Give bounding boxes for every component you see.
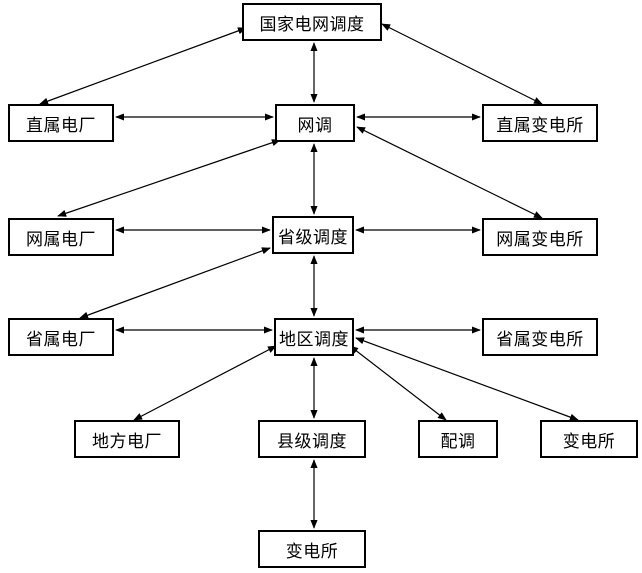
- node-distribution-dispatch: 配调: [418, 420, 498, 458]
- edge-national-direct-substation: [381, 23, 543, 105]
- node-substation: 变电所: [540, 420, 638, 458]
- node-provincial-power-plant: 省属电厂: [8, 318, 114, 356]
- edge-national-direct-plant: [39, 27, 247, 105]
- edge-regional-grid-plant: [57, 139, 281, 217]
- edge-provincial-prov-plant: [79, 247, 271, 319]
- edge-district-distribution: [349, 345, 447, 421]
- edge-regional-grid-substation: [356, 126, 543, 219]
- node-direct-substation: 直属变电所: [482, 104, 598, 142]
- node-provincial-substation: 省属变电所: [482, 318, 598, 356]
- node-district-dispatch: 地区调度: [274, 318, 354, 356]
- node-regional-dispatch: 网调: [275, 104, 355, 142]
- node-provincial-dispatch: 省级调度: [272, 216, 354, 254]
- node-county-dispatch: 县级调度: [258, 420, 366, 458]
- edge-district-local-plant: [133, 345, 277, 421]
- node-national-grid-dispatch: 国家电网调度: [242, 3, 382, 41]
- node-county-substation: 变电所: [258, 530, 366, 568]
- node-direct-power-plant: 直属电厂: [8, 104, 114, 142]
- node-local-power-plant: 地方电厂: [74, 420, 180, 458]
- node-grid-power-plant: 网属电厂: [8, 218, 114, 256]
- edge-district-substation: [355, 337, 579, 421]
- node-grid-substation: 网属变电所: [482, 218, 598, 256]
